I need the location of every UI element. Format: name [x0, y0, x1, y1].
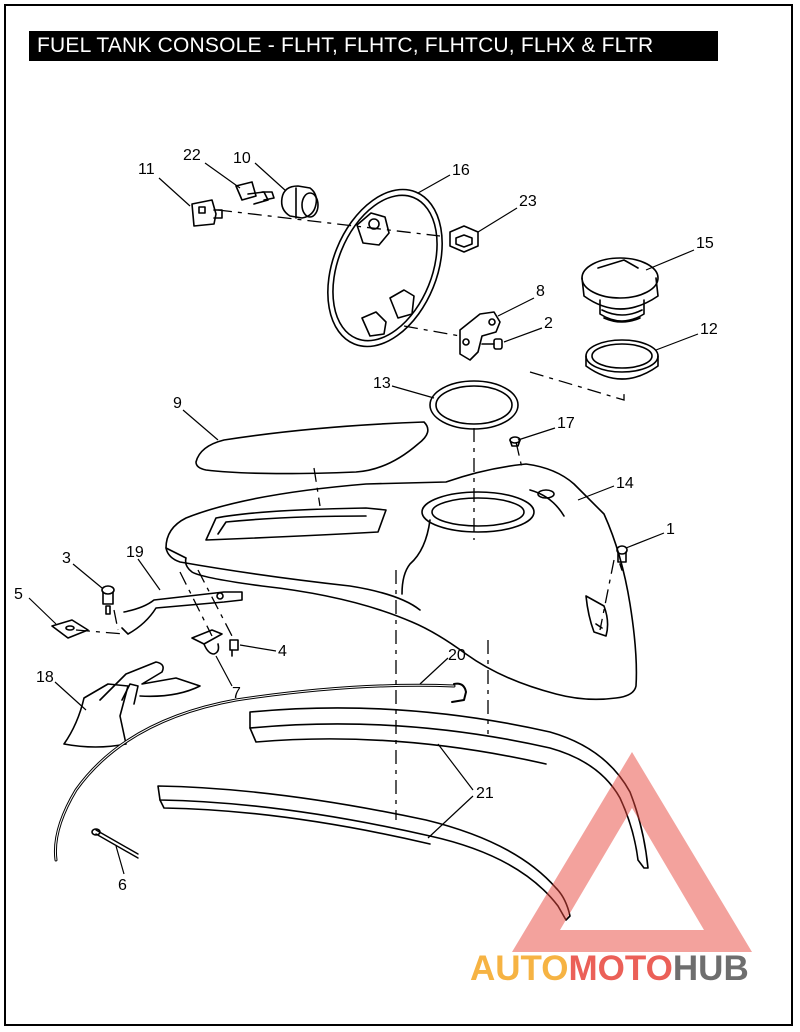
part-spring-clip [191, 629, 223, 655]
callout-2: 2 [544, 315, 553, 332]
callout-19: 19 [126, 544, 144, 561]
callout-6: 6 [118, 877, 127, 894]
watermark-triangle-icon [512, 752, 752, 952]
watermark-text: AUTOMOTOHUB [470, 949, 749, 988]
watermark-auto: AUTO [470, 949, 569, 988]
callout-5: 5 [14, 586, 23, 603]
part-screw-2 [481, 338, 503, 350]
part-screw-1 [616, 545, 628, 571]
callout-23: 23 [519, 193, 537, 210]
part-retainer-clip [235, 181, 275, 205]
part-ring-gasket [429, 380, 519, 430]
part-cotter-pin [91, 828, 139, 859]
callout-numbers: 11 22 10 16 23 8 2 15 12 13 9 17 14 1 19… [14, 147, 718, 894]
callout-13: 13 [373, 375, 391, 392]
callout-leaders [28, 162, 699, 875]
part-fuel-cap [581, 257, 659, 323]
callout-10: 10 [233, 150, 251, 167]
part-switch-bracket [63, 661, 201, 748]
callout-22: 22 [183, 147, 201, 164]
part-cap-gasket [585, 339, 659, 380]
part-trim-strip-upper [249, 707, 649, 869]
watermark-moto: MOTO [569, 949, 673, 988]
watermark-hub: HUB [673, 949, 749, 988]
part-lock-cylinder [280, 185, 319, 219]
callout-9: 9 [173, 395, 182, 412]
callout-15: 15 [696, 235, 714, 252]
callout-11: 11 [138, 161, 155, 178]
callout-3: 3 [62, 550, 71, 567]
callout-20: 20 [448, 647, 466, 664]
part-hinge-bracket [459, 311, 501, 361]
part-door-plate [327, 188, 443, 348]
part-trim-strip-lower [157, 785, 571, 921]
callout-18: 18 [36, 669, 54, 686]
watermark-logo [512, 752, 752, 952]
part-clip-nut [51, 619, 89, 639]
part-lock-plate [191, 199, 223, 227]
callout-4: 4 [278, 643, 287, 660]
callout-8: 8 [536, 283, 545, 300]
callout-16: 16 [452, 162, 470, 179]
part-screw-4 [229, 639, 239, 657]
part-console-body [165, 463, 638, 701]
callout-7: 7 [232, 685, 241, 702]
part-mount-bracket [121, 591, 243, 635]
callout-1: 1 [666, 521, 675, 538]
part-screw-3 [101, 585, 115, 615]
part-nut [449, 225, 479, 253]
part-plug [509, 436, 521, 447]
diagram-border [4, 4, 793, 1026]
svg-text:AUTOMOTOHUB: AUTOMOTOHUB [470, 949, 749, 988]
callout-17: 17 [557, 415, 575, 432]
assembly-lines [75, 209, 625, 820]
callout-12: 12 [700, 321, 718, 338]
callout-14: 14 [616, 475, 634, 492]
callout-21: 21 [476, 785, 494, 802]
part-vent-hose [53, 682, 467, 862]
part-console-pad [195, 421, 429, 475]
diagram-title: FUEL TANK CONSOLE - FLHT, FLHTC, FLHTCU,… [29, 31, 718, 61]
